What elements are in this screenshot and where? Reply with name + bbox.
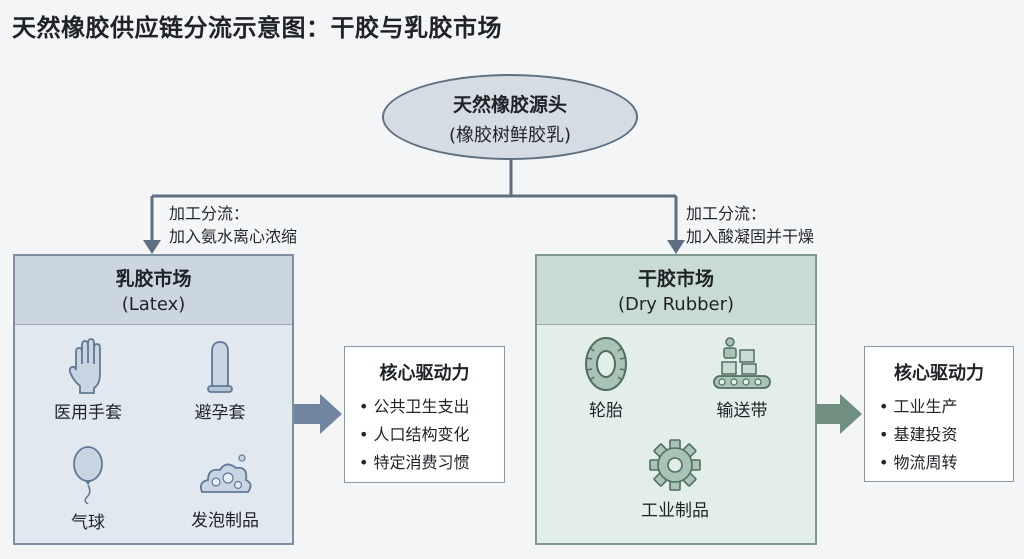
latex-driver-arrow xyxy=(294,394,342,434)
source-node: 天然橡胶源头 (橡胶树鲜胶乳) xyxy=(382,74,638,160)
latex-item-foam: 发泡制品 xyxy=(175,446,275,531)
diagram-title: 天然橡胶供应链分流示意图：干胶与乳胶市场 xyxy=(12,14,502,42)
glove-icon xyxy=(68,338,101,394)
tire-icon xyxy=(585,337,627,391)
dry-driver-arrow xyxy=(816,394,862,434)
latex-item-balloon: 气球 xyxy=(43,446,133,533)
driver-point: 基建投资 xyxy=(879,421,1013,449)
latex-market-header: 乳胶市场 (Latex) xyxy=(15,256,292,325)
latex-driver-list: 公共卫生支出 人口结构变化 特定消费习惯 xyxy=(345,393,504,477)
dry-driver-list: 工业生产 基建投资 物流周转 xyxy=(865,393,1013,477)
latex-item-condom: 避孕套 xyxy=(175,338,265,423)
dry-process-label: 加工分流： 加入酸凝固并干燥 xyxy=(686,202,814,248)
driver-point: 特定消费习惯 xyxy=(359,449,504,477)
dry-market-header: 干胶市场 (Dry Rubber) xyxy=(537,256,815,325)
dry-market-title: 干胶市场 xyxy=(637,268,714,290)
dry-process-line1: 加工分流： xyxy=(686,204,767,223)
dry-arrowhead xyxy=(667,240,685,254)
dry-item-label: 轮胎 xyxy=(589,401,623,421)
driver-point: 人口结构变化 xyxy=(359,421,504,449)
dry-driver-box: 核心驱动力 工业生产 基建投资 物流周转 xyxy=(864,346,1014,482)
foam-icon xyxy=(199,454,252,493)
source-title: 天然橡胶源头 xyxy=(452,94,567,116)
latex-arrowhead xyxy=(143,240,161,254)
latex-driver-title: 核心驱动力 xyxy=(379,363,470,384)
latex-market-title: 乳胶市场 xyxy=(115,268,192,290)
dry-process-line2: 加入酸凝固并干燥 xyxy=(686,227,815,246)
driver-point: 工业生产 xyxy=(879,393,1013,421)
condom-icon xyxy=(207,341,233,393)
latex-process-line1: 加工分流： xyxy=(169,204,250,223)
dry-driver-title: 核心驱动力 xyxy=(894,363,984,384)
latex-item-label: 避孕套 xyxy=(194,403,246,423)
dry-item-tire: 轮胎 xyxy=(561,336,651,421)
latex-item-label: 医用手套 xyxy=(54,403,122,423)
latex-market-box: 乳胶市场 (Latex) 医用手套 避孕套 气球 发泡制品 xyxy=(13,254,294,545)
latex-market-subtitle: (Latex) xyxy=(121,294,186,315)
driver-point: 物流周转 xyxy=(879,449,1013,477)
dry-item-industrial: 工业制品 xyxy=(625,438,725,521)
source-subtitle: (橡胶树鲜胶乳) xyxy=(448,125,572,146)
driver-point: 公共卫生支出 xyxy=(359,393,504,421)
dry-item-label: 输送带 xyxy=(716,401,768,421)
dry-item-conveyor: 输送带 xyxy=(687,336,797,421)
latex-process-line2: 加入氨水离心浓缩 xyxy=(169,227,298,246)
latex-driver-box: 核心驱动力 公共卫生支出 人口结构变化 特定消费习惯 xyxy=(344,346,505,483)
balloon-icon xyxy=(73,446,103,504)
latex-item-gloves: 医用手套 xyxy=(43,338,133,423)
dry-item-label: 工业制品 xyxy=(641,501,709,521)
dry-market-subtitle: (Dry Rubber) xyxy=(617,294,735,315)
gear-icon xyxy=(649,439,701,491)
latex-item-label: 发泡制品 xyxy=(191,511,259,531)
latex-process-label: 加工分流： 加入氨水离心浓缩 xyxy=(169,202,297,248)
dry-market-box: 干胶市场 (Dry Rubber) 轮胎 xyxy=(535,254,817,545)
conveyor-belt-icon xyxy=(713,337,771,389)
latex-item-label: 气球 xyxy=(71,513,105,533)
